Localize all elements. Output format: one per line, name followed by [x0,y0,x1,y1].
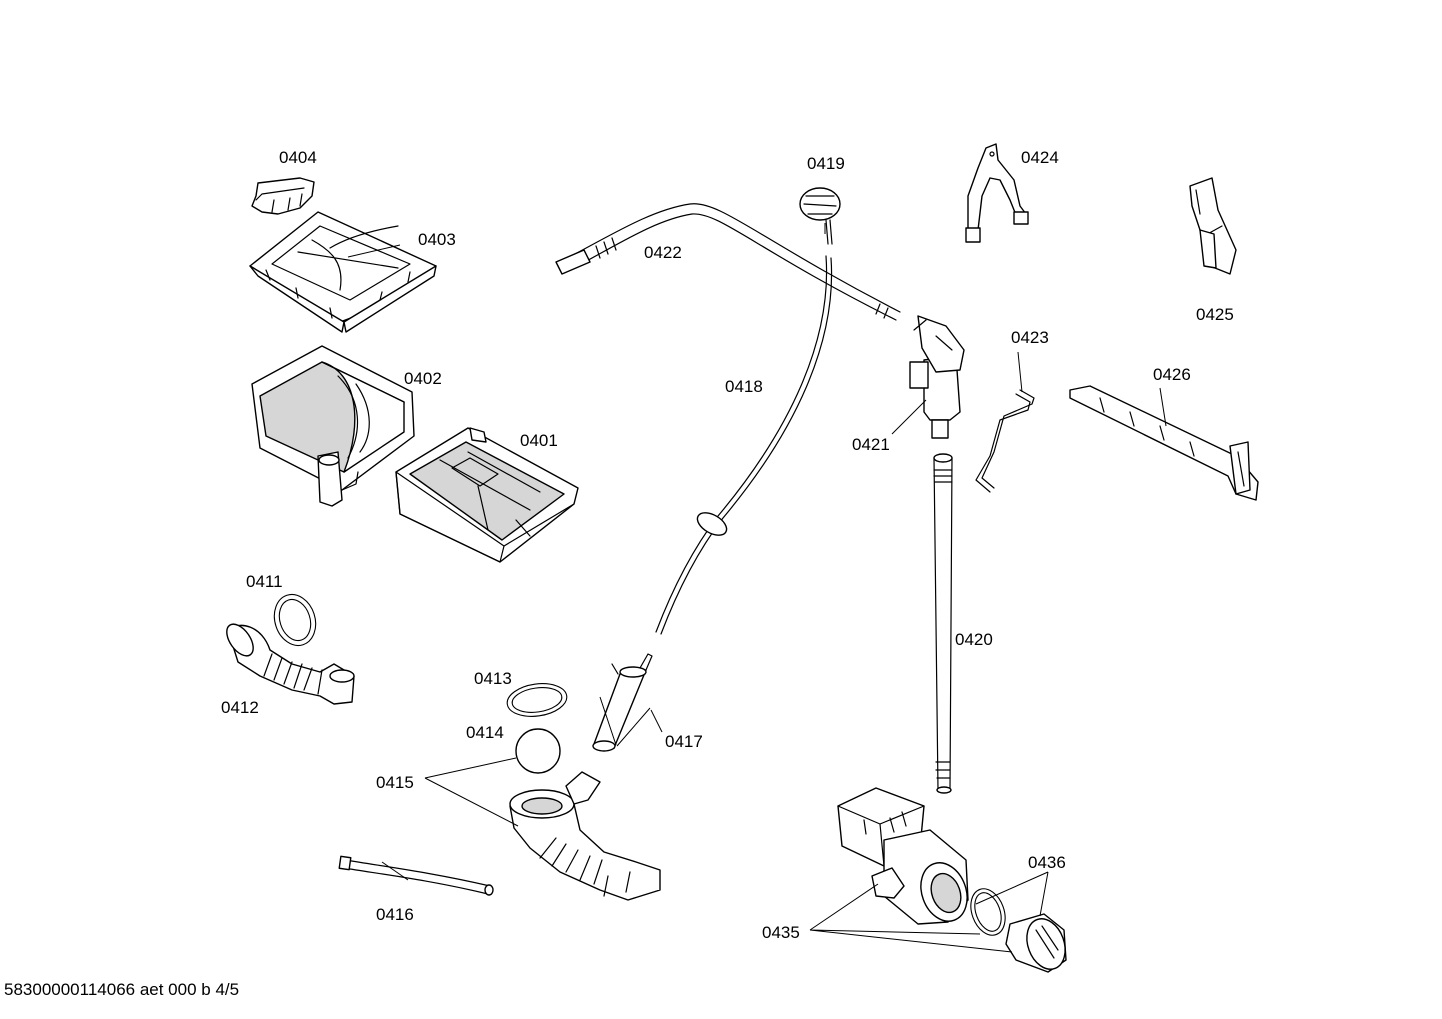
part-0435-pump [837,787,969,925]
label-0420: 0420 [955,630,993,649]
label-0402: 0402 [404,369,442,388]
label-0414: 0414 [466,723,504,742]
part-labels: 0404 0403 0402 0401 0411 0412 0413 0414 … [221,148,1234,942]
part-0421-air-trap [909,315,965,439]
part-0402-housing [251,345,415,507]
label-0436: 0436 [1028,853,1066,872]
label-0411: 0411 [246,572,283,591]
part-0414-ball [515,728,561,774]
part-0415-sump-hose [509,771,661,901]
part-0424-bracket [965,143,1029,243]
label-0424: 0424 [1021,148,1059,167]
label-0403: 0403 [418,230,456,249]
label-0423: 0423 [1011,328,1049,347]
part-0426-rail [1069,385,1259,501]
label-0425: 0425 [1196,305,1234,324]
part-0423-rod [975,389,1035,493]
label-0417: 0417 [665,732,703,751]
label-0416: 0416 [376,905,414,924]
label-0421: 0421 [852,435,890,454]
part-0420-hose [933,453,953,794]
label-0401: 0401 [520,431,558,450]
label-0404: 0404 [279,148,317,167]
label-0422: 0422 [644,243,682,262]
part-0413-ring [506,683,568,717]
part-0436-filter [970,888,1067,973]
label-0435: 0435 [762,923,800,942]
label-0419: 0419 [807,154,845,173]
label-0426: 0426 [1153,365,1191,384]
part-0419-switch [799,187,841,245]
part-0411-ring [273,593,317,647]
part-0416-hose [338,855,494,896]
part-0401-drawer [395,427,579,563]
part-0412-hose [226,623,355,705]
part-0417-sensor [592,653,653,752]
part-0404-clip [251,177,315,215]
label-0415: 0415 [376,773,414,792]
leader-lines [347,223,1167,953]
part-0403-cover [249,211,437,333]
part-0422-pipe [555,203,901,321]
part-0425-bracket [1189,177,1237,275]
document-id-footer: 58300000114066 aet 000 b 4/5 [4,980,240,999]
label-0412: 0412 [221,698,259,717]
label-0413: 0413 [474,669,512,688]
part-0418-tube [655,255,833,635]
label-0418: 0418 [725,377,763,396]
